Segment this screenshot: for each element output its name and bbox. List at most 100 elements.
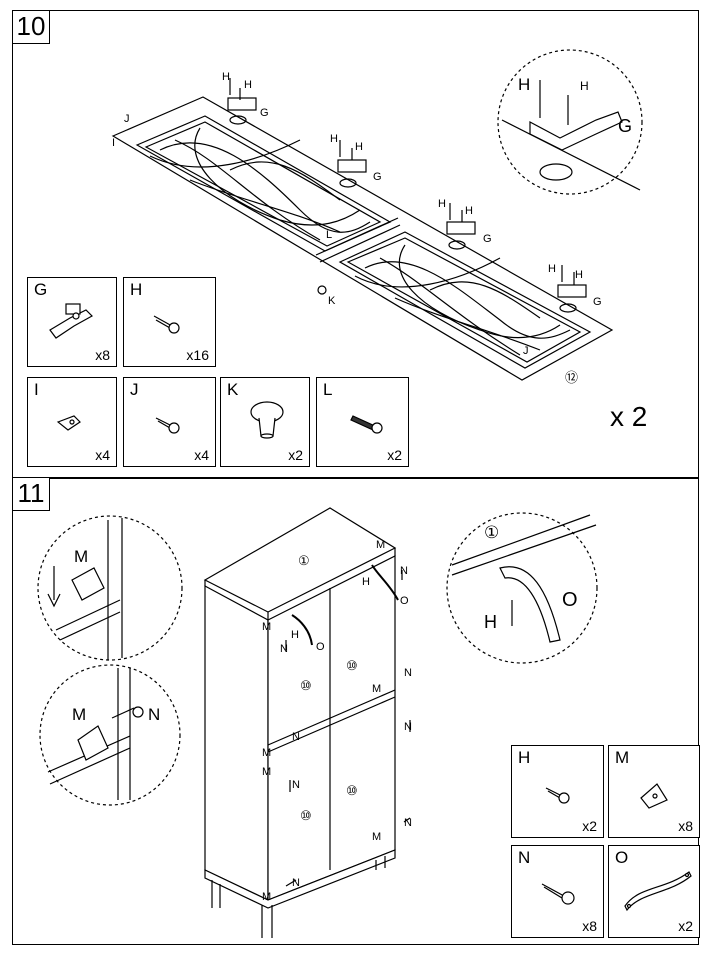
part-letter: O <box>615 848 629 867</box>
svg-text:N: N <box>292 877 300 889</box>
svg-text:⑩: ⑩ <box>346 658 358 673</box>
part-letter: N <box>518 848 531 867</box>
part-qty: x4 <box>95 447 110 463</box>
part-letter: J <box>130 380 139 399</box>
svg-text:M: M <box>72 705 86 724</box>
screw-icon <box>155 417 180 434</box>
svg-text:H: H <box>244 79 252 91</box>
cabinet-front <box>267 555 396 901</box>
svg-text:H: H <box>518 75 530 94</box>
part-box-G: G x8 <box>27 277 117 367</box>
part-box-O: O x2 <box>608 845 700 938</box>
svg-text:M: M <box>372 683 381 695</box>
svg-text:G: G <box>593 296 602 308</box>
svg-text:①: ① <box>298 553 310 568</box>
part-box-I: I x4 <box>27 377 117 467</box>
screw-markers <box>285 570 411 887</box>
part-box-J: J x4 <box>123 377 216 467</box>
svg-text:①: ① <box>484 523 499 542</box>
part-qty: x8 <box>678 818 693 834</box>
svg-text:⑫: ⑫ <box>565 370 578 385</box>
svg-text:G: G <box>483 233 492 245</box>
svg-text:H: H <box>548 263 556 275</box>
svg-text:O: O <box>400 595 409 607</box>
step-10-panel <box>12 10 699 479</box>
part-box-M: M x8 <box>608 745 700 838</box>
svg-text:M: M <box>262 891 271 903</box>
svg-text:M: M <box>262 766 271 778</box>
svg-text:H: H <box>330 133 338 145</box>
part-qty: x2 <box>288 447 303 463</box>
part-box-H: H x16 <box>123 277 216 367</box>
cabinet-side <box>204 584 269 901</box>
svg-text:H: H <box>575 269 583 281</box>
svg-text:M: M <box>74 547 88 566</box>
part-qty: x2 <box>387 447 402 463</box>
part-qty: x16 <box>186 347 209 363</box>
detail-circle-handle <box>446 512 598 664</box>
svg-text:H: H <box>465 205 473 217</box>
part-qty: x8 <box>95 347 110 363</box>
part-box-L: L x2 <box>316 377 409 467</box>
plate-icon <box>56 415 81 431</box>
svg-text:M: M <box>262 747 271 759</box>
svg-text:G: G <box>618 116 632 136</box>
svg-text:H: H <box>438 198 446 210</box>
svg-text:N: N <box>400 565 408 577</box>
part-letter: G <box>34 280 48 299</box>
svg-text:J: J <box>523 345 529 357</box>
svg-text:O: O <box>562 589 578 611</box>
svg-text:N: N <box>292 731 300 743</box>
label-H: H <box>222 71 230 83</box>
svg-text:N: N <box>404 817 412 829</box>
svg-text:H: H <box>580 79 589 93</box>
part-letter: L <box>323 380 333 399</box>
svg-text:L: L <box>326 229 332 241</box>
part-qty: x2 <box>678 918 693 934</box>
bolt-icon <box>350 415 383 434</box>
svg-text:N: N <box>404 667 412 679</box>
svg-text:⑩: ⑩ <box>346 783 358 798</box>
part-letter: H <box>518 748 531 767</box>
svg-text:H: H <box>362 576 370 588</box>
part-letter: K <box>227 380 239 399</box>
screw-icon <box>545 787 570 804</box>
svg-text:K: K <box>328 295 336 307</box>
svg-text:N: N <box>148 705 160 724</box>
knob-icon <box>250 401 284 439</box>
step-11-panel <box>12 477 699 945</box>
hinge-set <box>227 78 587 313</box>
svg-text:H: H <box>291 629 299 641</box>
svg-text:N: N <box>280 643 288 655</box>
left-door-glass <box>135 115 392 252</box>
detail-circle-bottom-left <box>39 664 181 806</box>
svg-text:J: J <box>124 113 130 125</box>
screw-icon <box>541 883 575 905</box>
svg-text:O: O <box>316 641 325 653</box>
quantity-multiplier: x 2 <box>610 401 648 432</box>
part-qty: x8 <box>582 918 597 934</box>
svg-text:G: G <box>373 171 382 183</box>
part-letter: M <box>615 748 630 767</box>
svg-text:M: M <box>376 539 385 551</box>
screw-icon <box>153 315 180 334</box>
svg-text:N: N <box>404 721 412 733</box>
right-door-glass <box>338 231 592 369</box>
handle-icon <box>624 871 692 912</box>
part-qty: x2 <box>582 818 597 834</box>
bracket-icon <box>640 783 668 809</box>
svg-text:G: G <box>260 107 269 119</box>
step-number-11: 11 <box>12 477 50 511</box>
svg-text:M: M <box>262 621 271 633</box>
door-panel-outline <box>111 96 614 381</box>
svg-text:⑩: ⑩ <box>300 808 312 823</box>
svg-text:H: H <box>355 141 363 153</box>
step-number-10: 10 <box>12 10 50 44</box>
svg-text:H: H <box>484 612 497 632</box>
hinge-detail-circle <box>497 49 643 195</box>
svg-text:M: M <box>372 831 381 843</box>
part-box-N: N x8 <box>511 845 604 938</box>
svg-text:I: I <box>112 137 115 149</box>
